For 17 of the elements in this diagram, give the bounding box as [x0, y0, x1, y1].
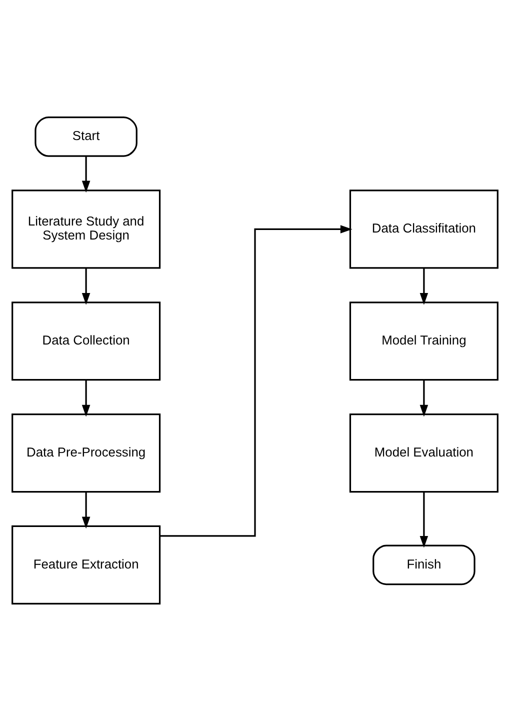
arrow: [420, 379, 428, 416]
node-box: Finish: [372, 544, 476, 585]
arrow: [420, 491, 428, 548]
node-box: Data Classifitation: [349, 189, 498, 268]
arrow: [82, 379, 90, 416]
node-box: Data Pre-Processing: [12, 413, 161, 492]
node-box: Start: [34, 116, 138, 156]
arrow: [82, 268, 90, 304]
arrow: [82, 491, 90, 528]
node-box: Feature Extraction: [12, 524, 161, 604]
node-box: Model Evaluation: [349, 413, 498, 492]
node-box: Literature Study and System Design: [12, 189, 161, 268]
arrow: [160, 224, 352, 536]
arrow: [420, 268, 428, 304]
arrow: [82, 156, 90, 192]
node-box: Data Collection: [12, 301, 161, 380]
node-box: Model Training: [349, 301, 498, 380]
